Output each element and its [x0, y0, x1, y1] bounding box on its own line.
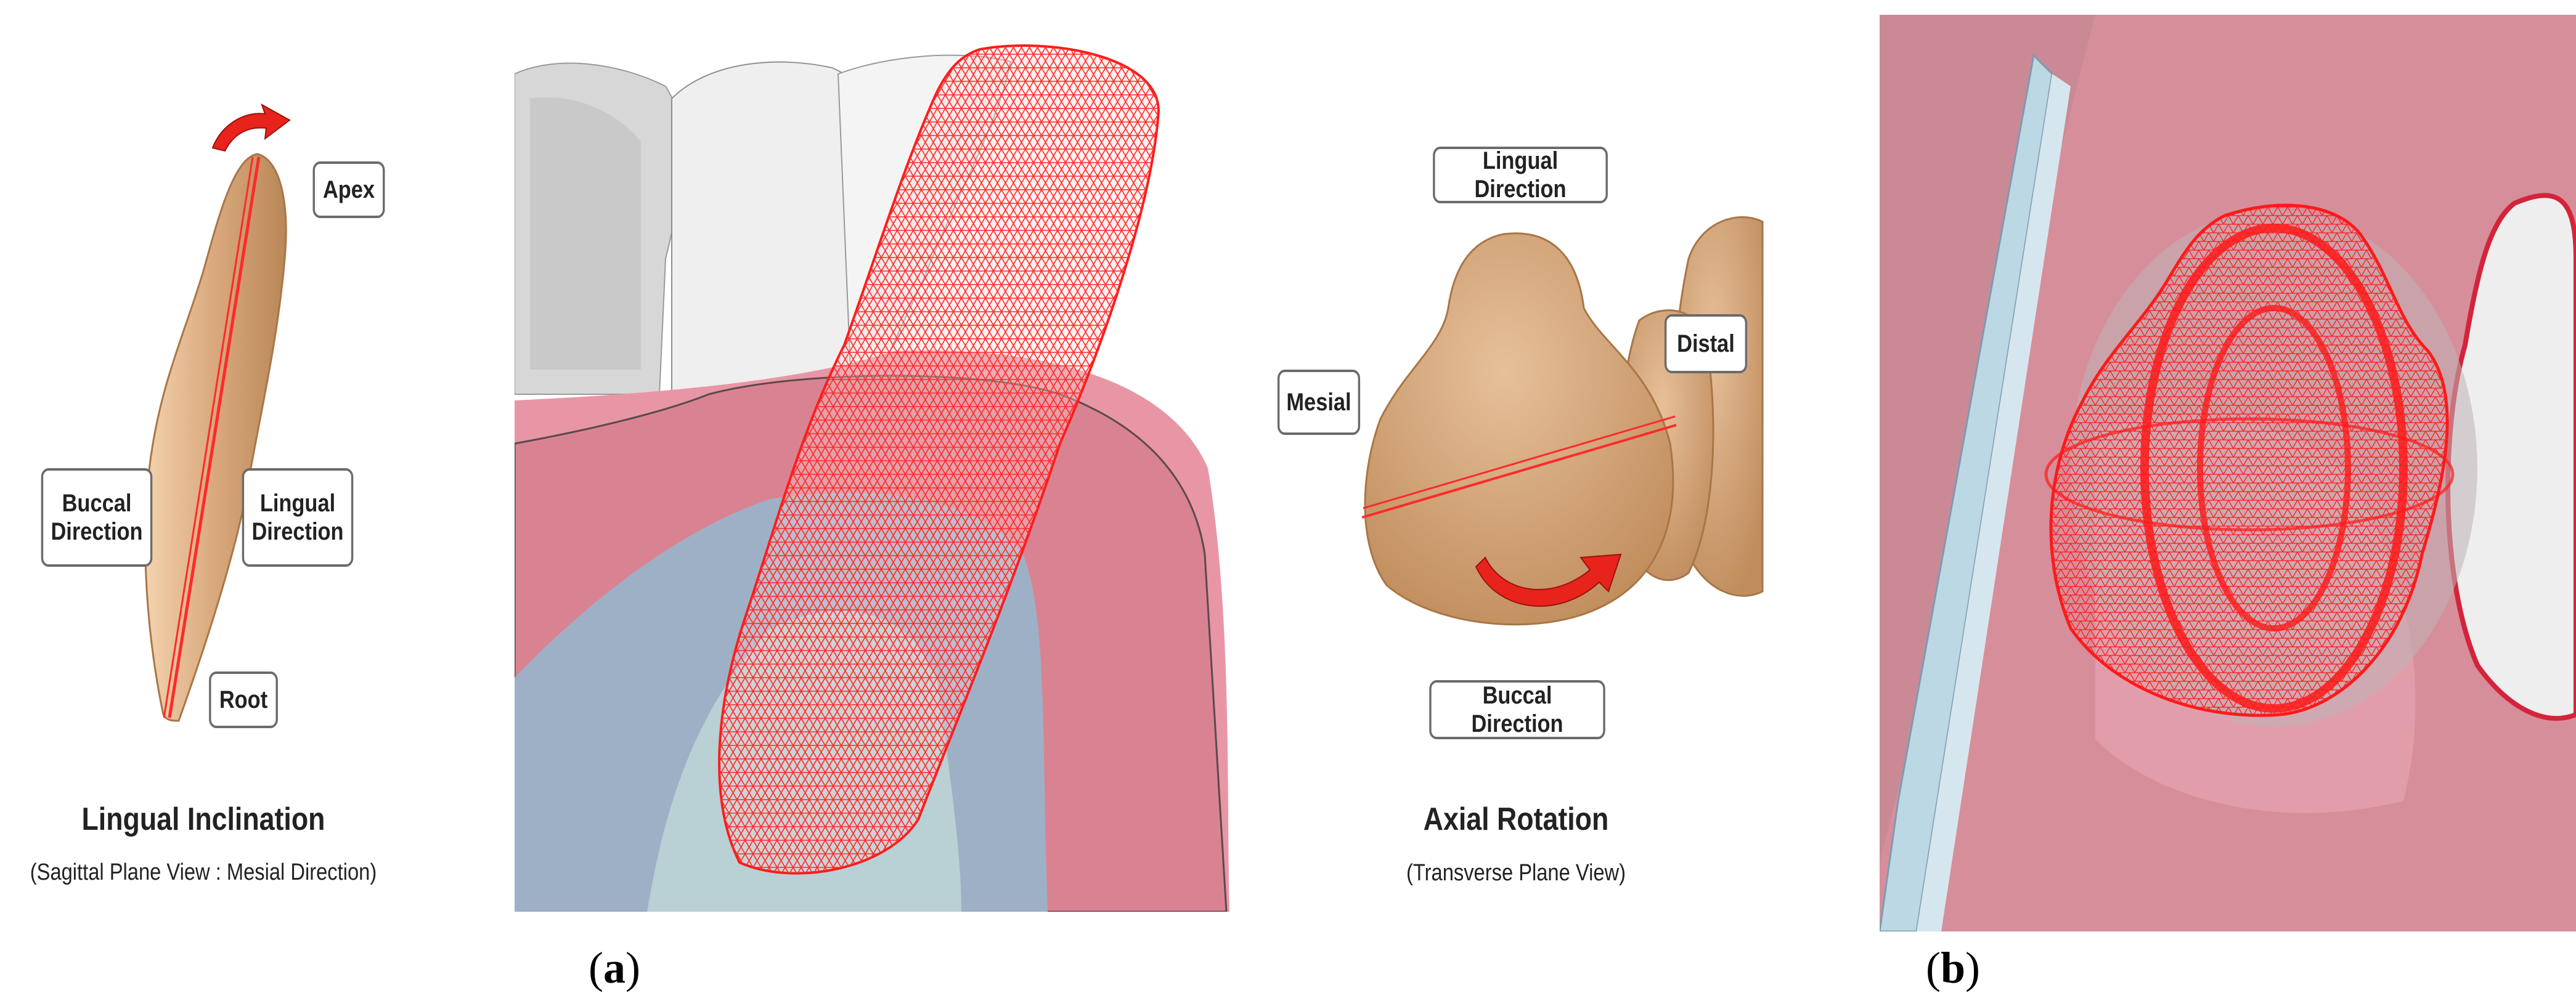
- mesial-label: Mesial: [1277, 370, 1361, 435]
- panel-label-b: (b): [1926, 943, 1981, 992]
- rotation-tooth: [1361, 216, 1764, 626]
- axial-rotation-title: Axial Rotation: [1423, 801, 1609, 837]
- root-label: Root: [209, 671, 278, 728]
- axial-rotation-subtitle: (Transverse Plane View): [1406, 860, 1626, 886]
- rotation-axis-line: [1361, 424, 1677, 519]
- lingual-direction-top-label: Lingual Direction: [1433, 147, 1608, 203]
- lingual-inclination-subtitle: (Sagittal Plane View : Mesial Direction): [30, 859, 377, 885]
- buccal-direction-label: Buccal Direction: [41, 468, 153, 567]
- mesh-crown-render: [1880, 15, 2576, 931]
- distal-label: Distal: [1664, 314, 1748, 373]
- buccal-direction-bottom-label: Buccal Direction: [1429, 680, 1605, 739]
- lingual-inclination-title: Lingual Inclination: [81, 801, 325, 837]
- inclined-tooth: [144, 153, 287, 722]
- axial-rotation-arrow-icon: [1475, 553, 1622, 607]
- mesh-tooth-render: [515, 17, 1242, 912]
- lingual-direction-label: Lingual Direction: [242, 468, 354, 567]
- apex-label: Apex: [312, 161, 385, 218]
- panel-label-a: (a): [589, 943, 640, 992]
- rotation-arrow-icon: [211, 103, 291, 152]
- inclination-axis-line: [168, 156, 261, 718]
